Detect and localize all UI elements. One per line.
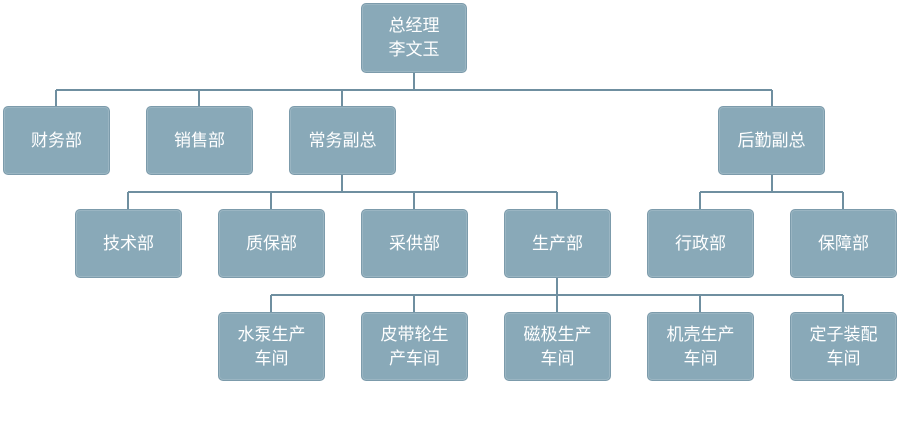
node-purchase-label: 采供部 [389, 233, 440, 254]
node-tech-label: 技术部 [103, 233, 154, 254]
node-finance: 财务部 [3, 106, 110, 175]
node-shell-workshop-line2: 车间 [683, 348, 718, 369]
node-quality: 质保部 [218, 209, 325, 278]
node-production: 生产部 [504, 209, 611, 278]
node-production-label: 生产部 [532, 233, 583, 254]
node-general-manager-person: 李文玉 [388, 40, 440, 60]
node-executive-vp: 常务副总 [289, 106, 396, 175]
node-pump-workshop-line1: 水泵生产 [237, 324, 306, 345]
node-finance-label: 财务部 [31, 130, 82, 151]
node-stator-workshop-line2: 车间 [826, 348, 861, 369]
node-logistics-vp-label: 后勤副总 [737, 130, 806, 151]
node-magnet-workshop: 磁极生产 车间 [504, 312, 611, 381]
node-general-manager: 总经理 李文玉 [361, 3, 467, 73]
node-logistics-vp: 后勤副总 [718, 106, 825, 175]
node-magnet-workshop-line1: 磁极生产 [523, 324, 592, 345]
node-admin-label: 行政部 [675, 233, 726, 254]
node-security: 保障部 [790, 209, 897, 278]
node-executive-vp-label: 常务副总 [308, 130, 377, 151]
node-belt-workshop-line2: 产车间 [389, 348, 440, 369]
node-tech: 技术部 [75, 209, 182, 278]
node-stator-workshop: 定子装配 车间 [790, 312, 897, 381]
node-shell-workshop-line1: 机壳生产 [666, 324, 735, 345]
node-pump-workshop-line2: 车间 [254, 348, 289, 369]
node-general-manager-title: 总经理 [388, 16, 440, 36]
node-sales: 销售部 [146, 106, 253, 175]
node-pump-workshop: 水泵生产 车间 [218, 312, 325, 381]
node-quality-label: 质保部 [246, 233, 297, 254]
node-purchase: 采供部 [361, 209, 468, 278]
node-belt-workshop: 皮带轮生 产车间 [361, 312, 468, 381]
node-shell-workshop: 机壳生产 车间 [647, 312, 754, 381]
node-security-label: 保障部 [818, 233, 869, 254]
node-stator-workshop-line1: 定子装配 [809, 324, 878, 345]
node-magnet-workshop-line2: 车间 [540, 348, 575, 369]
node-sales-label: 销售部 [174, 130, 225, 151]
node-admin: 行政部 [647, 209, 754, 278]
node-belt-workshop-line1: 皮带轮生 [380, 324, 449, 345]
